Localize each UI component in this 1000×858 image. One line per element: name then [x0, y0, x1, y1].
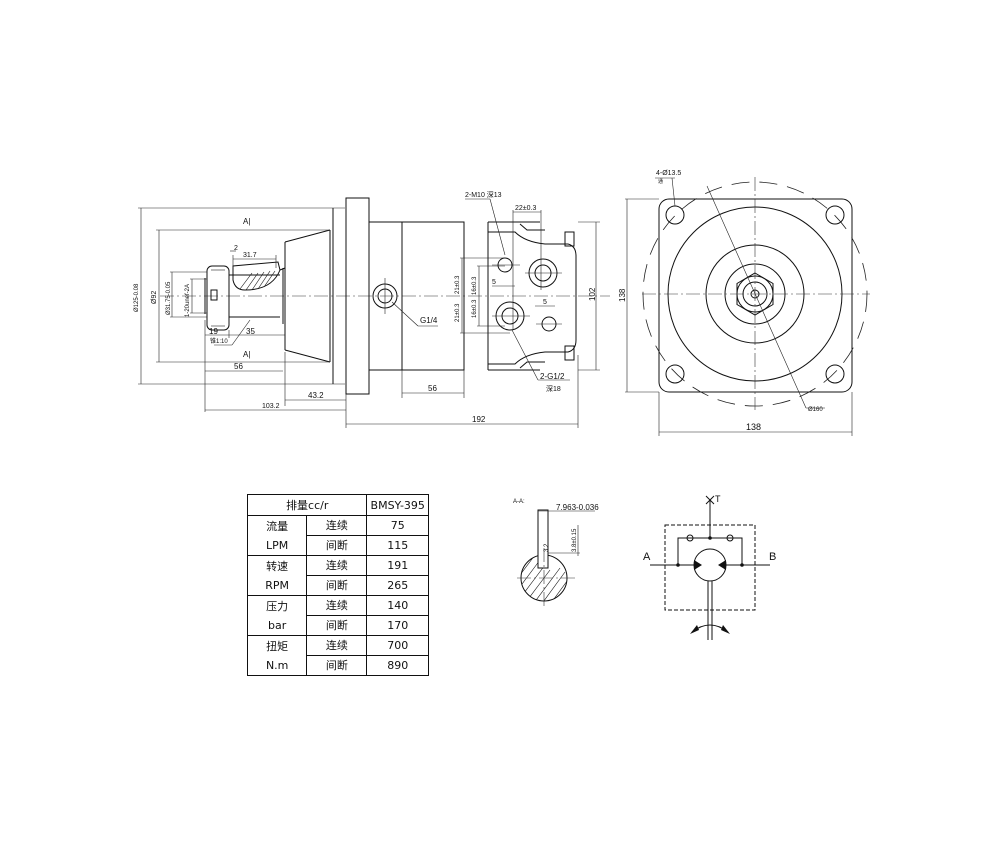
- front-view: 4-Ø13.5 通 138 138 Ø160: [618, 170, 870, 436]
- group-unit: RPM: [265, 578, 290, 592]
- dim-key-width: 7.963-0.036: [556, 503, 599, 512]
- mode-cell: 间断: [306, 575, 368, 596]
- group-unit: N.m: [265, 658, 289, 672]
- mode-cell: 间断: [306, 655, 368, 676]
- dim-offset-21-bottom: 21±0.3: [455, 303, 461, 322]
- dim-total-front: 103.2: [262, 403, 280, 410]
- dim-pilot-offset: 43.2: [308, 391, 324, 400]
- spec-table: 排量cc/r BMSY-395 流量 LPM 连续 75 间断 115 转速 R…: [246, 494, 429, 676]
- group-name: 流量: [266, 519, 289, 533]
- hydraulic-symbol: A B T: [643, 494, 776, 640]
- dim-offset-21-top: 21±0.3: [455, 275, 461, 294]
- value-cell: 170: [366, 615, 429, 636]
- spec-table-header: 排量cc/r BMSY-395: [246, 494, 429, 516]
- port-a-label: A: [643, 551, 651, 563]
- table-row: 间断 115: [248, 535, 429, 556]
- mode-cell: 连续: [306, 555, 368, 576]
- table-row: 扭矩 N.m 连续 700: [246, 635, 429, 676]
- mode-cell: 间断: [306, 615, 368, 636]
- mode-cell: 连续: [306, 515, 368, 536]
- dim-thread: 1-20unef-2A: [185, 284, 191, 317]
- dim-front-height: 138: [618, 288, 627, 302]
- group-unit: bar: [268, 618, 287, 632]
- section-mark-top: A|: [243, 217, 250, 226]
- label-mount-thread: 2-M10 深13: [465, 190, 502, 199]
- dim-shaft-diameter: Ø31.75-0.05: [166, 281, 172, 315]
- dim-taper-body: 35: [246, 327, 255, 336]
- dim-overall-length: 192: [472, 415, 486, 424]
- label-ports: 2-G1/2: [540, 372, 565, 381]
- header-displacement-label: 排量cc/r: [246, 494, 368, 516]
- label-drain-port: G1/4: [420, 316, 438, 325]
- group-speed: 转速 RPM: [246, 555, 308, 596]
- label-bolt-holes: 4-Ø13.5: [656, 170, 681, 177]
- group-name: 扭矩: [266, 639, 289, 653]
- mode-cell: 间断: [306, 535, 368, 556]
- value-cell: 265: [366, 575, 429, 596]
- group-pressure: 压力 bar: [246, 595, 308, 636]
- label-ports-depth: 深18: [546, 384, 561, 393]
- table-row: 压力 bar 连续 140: [246, 595, 429, 636]
- group-name: 压力: [266, 599, 289, 613]
- dim-offset-16-bottom: 16±0.3: [472, 299, 478, 318]
- value-cell: 75: [366, 515, 429, 536]
- section-mark-bottom: A|: [243, 350, 250, 359]
- side-view: A| A| Ø125-0.08 Ø92 Ø31.75-0.05 1-20unef…: [134, 190, 610, 428]
- dim-flange-diameter: Ø125-0.08: [134, 283, 140, 312]
- dim-front-width: 138: [746, 422, 761, 432]
- mode-cell: 连续: [306, 635, 368, 656]
- dim-small-5-right: 5: [543, 299, 547, 306]
- dim-small-5-left: 5: [492, 279, 496, 286]
- value-cell: 191: [366, 555, 429, 576]
- group-unit: LPM: [266, 538, 289, 552]
- section-aa-title: A-A:: [513, 499, 525, 505]
- dim-housing-length: 56: [428, 384, 437, 393]
- value-cell: 700: [366, 635, 429, 656]
- value-cell: 115: [366, 535, 429, 556]
- section-aa-view: A-A: 7.963-0.036 3.8±0.15 3.2: [513, 499, 599, 607]
- label-bolt-holes-sub: 通: [658, 178, 663, 185]
- table-row: 间断 265: [248, 575, 429, 596]
- group-torque: 扭矩 N.m: [246, 635, 308, 676]
- dim-key-depth: 3.8±0.15: [572, 528, 578, 552]
- roughness-mark: 3.2: [544, 543, 550, 552]
- port-t-label: T: [715, 494, 721, 504]
- table-row: 转速 RPM 连续 191: [246, 555, 429, 596]
- dim-shaft-length: 56: [234, 362, 243, 371]
- dim-height-102: 102: [588, 287, 597, 301]
- table-row: 流量 LPM 连续 75: [246, 515, 429, 556]
- port-b-label: B: [769, 551, 776, 563]
- value-cell: 890: [366, 655, 429, 676]
- header-model: BMSY-395: [366, 494, 429, 516]
- dim-taper-length: 31.7: [243, 252, 257, 259]
- dim-pilot-diameter: Ø92: [151, 291, 158, 304]
- dim-offset-16-top: 16±0.3: [472, 276, 478, 295]
- dim-chamfer: 2: [234, 245, 238, 252]
- dim-taper-ratio: 锥1:10: [210, 337, 228, 345]
- dim-nut-length: 19: [209, 327, 218, 336]
- dim-port-spacing: 22±0.3: [515, 205, 536, 212]
- mode-cell: 连续: [306, 595, 368, 616]
- value-cell: 140: [366, 595, 429, 616]
- group-flow: 流量 LPM: [246, 515, 308, 556]
- group-name: 转速: [266, 559, 289, 573]
- dim-pcd: Ø160: [808, 407, 823, 413]
- table-row: 间断 890: [248, 655, 429, 676]
